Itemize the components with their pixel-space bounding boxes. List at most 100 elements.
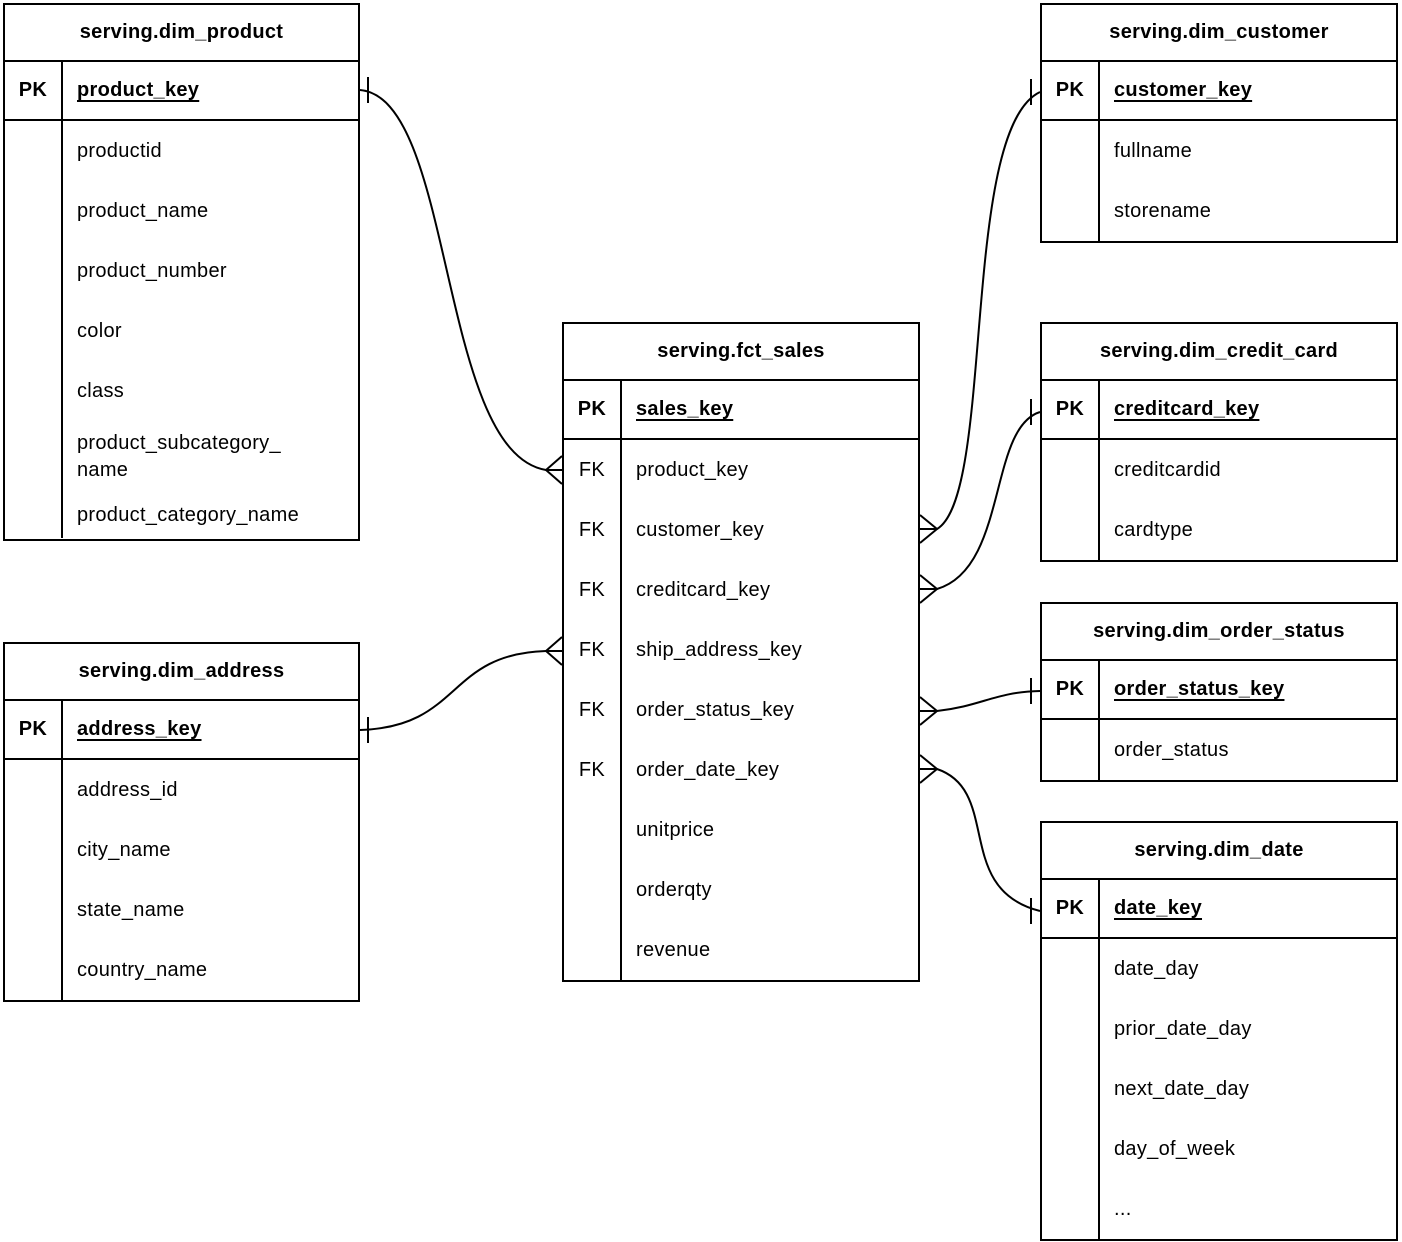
pk-field-name: customer_key — [1114, 79, 1253, 101]
field-row: storename — [1042, 181, 1396, 241]
field-row: class — [5, 361, 358, 421]
field-name: orderqty — [636, 878, 712, 901]
key-tag-cell — [5, 301, 63, 361]
crows-foot-many-marker — [919, 574, 939, 604]
field-name: product_category_name — [77, 504, 299, 526]
field-name: storename — [1114, 199, 1212, 222]
field-row: productid — [5, 121, 358, 181]
field-name: cardtype — [1114, 518, 1194, 541]
entity-dim-product: serving.dim_product PK product_key produ… — [3, 3, 360, 541]
pk-row: PK customer_key — [1042, 62, 1396, 121]
key-tag-cell — [5, 421, 63, 493]
entity-body: productid product_name product_number co… — [5, 121, 358, 539]
key-tag-cell — [5, 361, 63, 421]
field-name: fullname — [1114, 139, 1192, 162]
entity-dim-order-status: serving.dim_order_status PK order_status… — [1040, 602, 1398, 782]
field-name: order_date_key — [636, 758, 780, 781]
pk-badge: PK — [5, 62, 63, 119]
pk-row: PK sales_key — [564, 381, 918, 440]
key-tag-cell — [1042, 1059, 1100, 1119]
entity-title: serving.dim_product — [5, 5, 358, 62]
entity-dim-credit-card: serving.dim_credit_card PK creditcard_ke… — [1040, 322, 1398, 562]
pk-field-name: sales_key — [636, 398, 734, 420]
entity-title: serving.dim_date — [1042, 823, 1396, 880]
key-tag-cell — [1042, 720, 1100, 780]
field-row: color — [5, 301, 358, 361]
field-row: state_name — [5, 880, 358, 940]
relationship-line — [936, 91, 1041, 530]
entity-body: address_id city_name state_name country_… — [5, 760, 358, 1000]
entity-body: order_status — [1042, 720, 1396, 780]
pk-row: PK order_status_key — [1042, 661, 1396, 720]
entity-title: serving.dim_address — [5, 644, 358, 701]
key-tag-cell — [1042, 1179, 1100, 1239]
relationship-sales-creditcard — [919, 399, 1041, 604]
relationship-sales-date — [919, 754, 1041, 924]
key-tag-cell — [5, 493, 63, 538]
relationship-sales-orderstatus — [919, 678, 1041, 726]
relationship-line — [359, 89, 547, 471]
pk-row: PK creditcard_key — [1042, 381, 1396, 440]
field-name: country_name — [77, 958, 208, 981]
crows-foot-many-marker — [544, 455, 563, 485]
field-row: day_of_week — [1042, 1119, 1396, 1179]
field-name: color — [77, 319, 122, 342]
field-row: ... — [1042, 1179, 1396, 1239]
field-row: country_name — [5, 940, 358, 1000]
relationship-line — [936, 690, 1041, 712]
crows-foot-many-marker — [919, 754, 939, 784]
field-row: product_number — [5, 241, 358, 301]
field-name: productid — [77, 139, 162, 162]
field-row: orderqty — [564, 860, 918, 920]
key-tag-cell — [564, 800, 622, 860]
pk-field-name: address_key — [77, 718, 202, 740]
field-row: prior_date_day — [1042, 999, 1396, 1059]
pk-badge: PK — [564, 381, 622, 438]
key-tag-cell — [5, 241, 63, 301]
field-row: product_name — [5, 181, 358, 241]
field-row: address_id — [5, 760, 358, 820]
pk-row: PK address_key — [5, 701, 358, 760]
relationship-sales-product — [359, 77, 563, 485]
crows-foot-many-marker — [919, 696, 939, 726]
field-name: day_of_week — [1114, 1137, 1236, 1160]
fk-badge: FK — [564, 500, 622, 560]
fk-badge: FK — [564, 620, 622, 680]
field-name: ... — [1114, 1197, 1132, 1220]
field-name: address_id — [77, 778, 178, 801]
field-name: customer_key — [636, 518, 765, 541]
key-tag-cell — [564, 920, 622, 980]
field-name: order_status — [1114, 738, 1229, 761]
fk-badge: FK — [564, 560, 622, 620]
field-name: revenue — [636, 938, 711, 961]
key-tag-cell — [5, 820, 63, 880]
key-tag-cell — [1042, 999, 1100, 1059]
field-name: prior_date_day — [1114, 1017, 1252, 1040]
key-tag-cell — [1042, 939, 1100, 999]
pk-field-name: creditcard_key — [1114, 398, 1260, 420]
entity-dim-address: serving.dim_address PK address_key addre… — [3, 642, 360, 1002]
relationship-line — [936, 768, 1041, 912]
key-tag-cell — [5, 880, 63, 940]
entity-dim-customer: serving.dim_customer PK customer_key ful… — [1040, 3, 1398, 243]
entity-body: date_day prior_date_day next_date_day da… — [1042, 939, 1396, 1239]
crows-foot-many-marker — [544, 636, 563, 666]
entity-title: serving.dim_credit_card — [1042, 324, 1396, 381]
relationship-line — [359, 650, 547, 731]
field-name: product_name — [77, 199, 209, 222]
fk-badge: FK — [564, 680, 622, 740]
field-row: next_date_day — [1042, 1059, 1396, 1119]
relationship-line — [936, 411, 1041, 590]
relationship-sales-customer — [919, 79, 1041, 544]
key-tag-cell — [564, 860, 622, 920]
relationship-sales-address — [359, 636, 563, 743]
field-name: next_date_day — [1114, 1077, 1250, 1100]
pk-badge: PK — [1042, 62, 1100, 119]
key-tag-cell — [5, 181, 63, 241]
field-row: cardtype — [1042, 500, 1396, 560]
entity-body: fullname storename — [1042, 121, 1396, 241]
